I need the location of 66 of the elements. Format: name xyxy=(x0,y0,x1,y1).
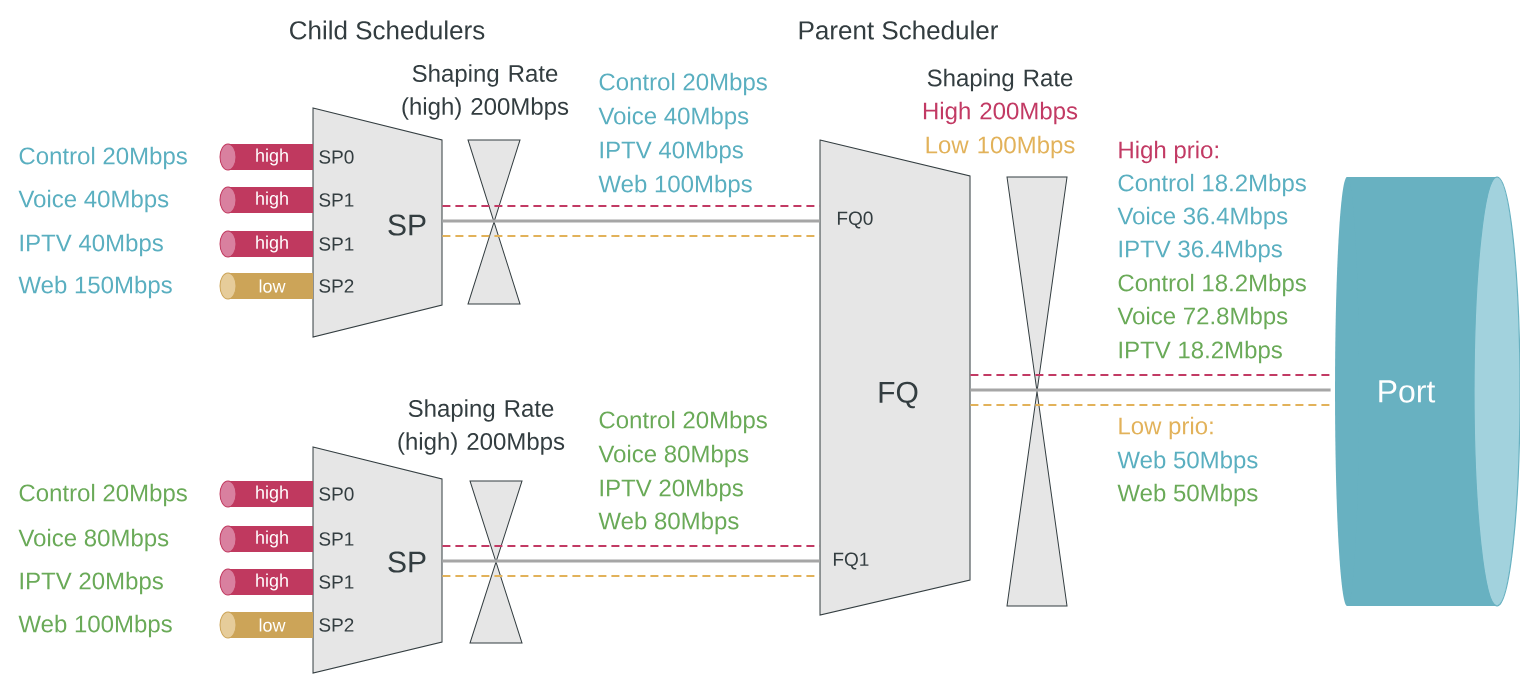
connector-line xyxy=(970,388,1331,392)
traffic-label: Voice 40Mbps xyxy=(18,189,169,213)
section-heading: Parent Scheduler xyxy=(799,20,998,40)
rate-label: Web 50Mbps xyxy=(1117,483,1258,507)
input-label: SP1 xyxy=(319,575,354,589)
rate-label: Web 50Mbps xyxy=(1117,450,1258,474)
rate-label: Web 100Mbps xyxy=(598,174,752,198)
rate-label: Control 20Mbps xyxy=(599,410,767,434)
traffic-label: Control 20Mbps xyxy=(19,483,187,507)
queue-cylinder: high xyxy=(219,230,313,258)
connector-line xyxy=(442,219,820,223)
rate-label: Voice 72.8Mbps xyxy=(1117,306,1288,330)
queue-cylinder: high xyxy=(219,186,313,214)
traffic-label: Control 20Mbps xyxy=(19,146,187,170)
rate-label: Web 80Mbps xyxy=(598,511,739,535)
scheduler-label: SP xyxy=(388,551,426,573)
shaping-rate-label: Shaping Rate (high) 200Mbps xyxy=(402,64,569,120)
queue-cylinder: high xyxy=(219,480,313,508)
traffic-label: IPTV 20Mbps xyxy=(20,571,163,595)
connector-line xyxy=(969,404,1332,406)
input-label: FQ1 xyxy=(834,552,869,570)
scheduler-label: SP xyxy=(388,214,426,236)
rate-label: IPTV 20Mbps xyxy=(600,478,743,502)
queue-cylinder: low xyxy=(219,272,313,300)
rate-label: Control 18.2Mbps xyxy=(1118,173,1306,197)
input-label: SP1 xyxy=(319,532,354,546)
traffic-label: Voice 80Mbps xyxy=(18,528,169,552)
scheduler-label: FQ xyxy=(879,381,918,409)
connector-line xyxy=(441,235,821,237)
queue-cylinder: low xyxy=(219,611,313,639)
shaper-hourglass xyxy=(467,139,521,305)
connector-line xyxy=(441,575,821,577)
input-label: SP2 xyxy=(319,618,354,632)
shaping-rate-label: High 200Mbps xyxy=(923,101,1078,125)
input-label: SP0 xyxy=(319,150,354,164)
rate-label: Voice 36.4Mbps xyxy=(1117,206,1288,230)
queue-cylinder: high xyxy=(219,525,313,553)
traffic-label: Web 150Mbps xyxy=(18,275,172,299)
shaper-hourglass xyxy=(469,480,523,644)
rate-label: Control 20Mbps xyxy=(599,72,767,96)
rate-label: IPTV 18.2Mbps xyxy=(1119,340,1282,364)
shaping-rate-label: Shaping Rate (high) 200Mbps xyxy=(398,399,565,455)
rate-label: IPTV 36.4Mbps xyxy=(1119,239,1282,263)
queue-cylinder: high xyxy=(219,568,313,596)
queue-cylinder: high xyxy=(219,143,313,171)
rate-label: Voice 80Mbps xyxy=(598,444,749,468)
section-heading: Child Schedulers xyxy=(290,20,485,40)
rate-label: Control 18.2Mbps xyxy=(1118,273,1306,297)
priority-heading: High prio: xyxy=(1119,140,1218,164)
rate-label: Voice 40Mbps xyxy=(598,106,749,130)
input-label: SP2 xyxy=(319,279,354,293)
input-label: FQ0 xyxy=(838,211,873,229)
traffic-label: Web 100Mbps xyxy=(18,614,172,638)
shaping-rate-label: Low 100Mbps xyxy=(926,135,1075,159)
input-label: SP1 xyxy=(319,237,354,251)
connector-line xyxy=(441,205,821,207)
shaping-rate-label: Shaping Rate xyxy=(927,68,1073,92)
priority-heading: Low prio: xyxy=(1119,416,1213,440)
port-cylinder: Port xyxy=(1335,176,1520,607)
traffic-label: IPTV 40Mbps xyxy=(20,233,163,257)
connector-line xyxy=(969,374,1332,376)
connector-line xyxy=(441,545,821,547)
connector-line xyxy=(442,559,820,563)
input-label: SP0 xyxy=(319,487,354,501)
input-label: SP1 xyxy=(319,193,354,207)
rate-label: IPTV 40Mbps xyxy=(600,140,743,164)
